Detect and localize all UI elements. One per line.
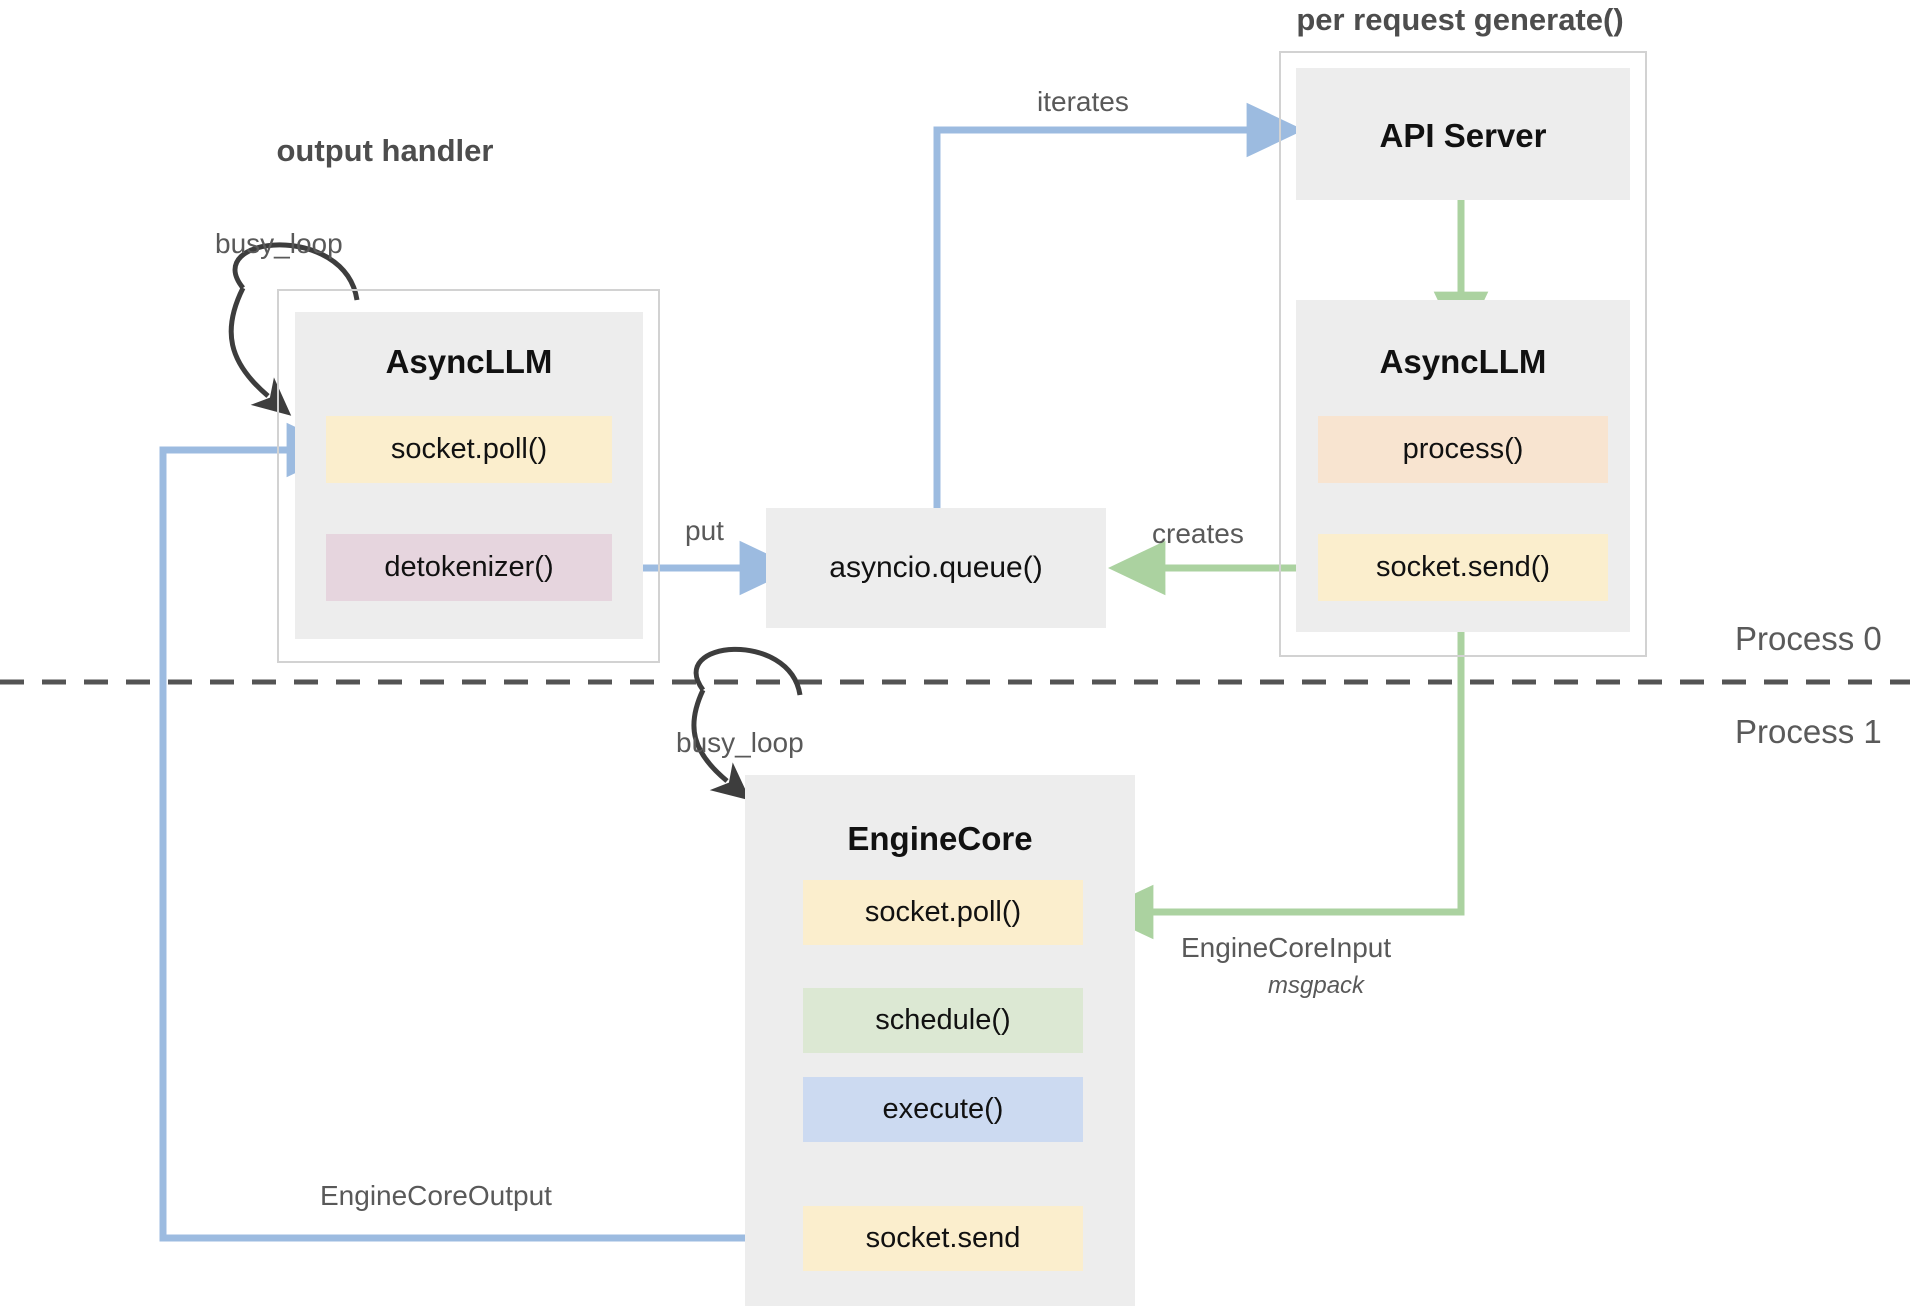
asyncio-queue-label: asyncio.queue()	[829, 551, 1043, 584]
edge-label-busy-loop-engine: busy_loop	[676, 727, 804, 758]
engine-core-item-execute[interactable]: execute()	[803, 1077, 1083, 1142]
edge-busy-loop-engine-tail	[691, 688, 751, 801]
edge-label-iterates: iterates	[1037, 86, 1129, 117]
edge-engine-core-output-line	[159, 422, 748, 1242]
api-server-title: API Server	[1379, 117, 1547, 154]
process-1-label: Process 1	[1735, 713, 1882, 750]
edge-busy-loop-engine-line	[693, 646, 803, 696]
per-request-generate-frame	[1279, 51, 1647, 657]
api-server-box	[1296, 68, 1630, 200]
async-llm-left-item-detokenizer[interactable]: detokenizer()	[326, 534, 612, 601]
async-llm-left-item-socket-poll[interactable]: socket.poll()	[326, 416, 612, 483]
edge-iterates-line	[933, 102, 1304, 508]
edge-label-put: put	[685, 515, 724, 546]
async-llm-right-item-process[interactable]: process()	[1318, 416, 1608, 483]
edge-label-engine-core-output: EngineCoreOutput	[320, 1180, 552, 1211]
group-title-output-handler: output handler	[276, 133, 494, 168]
edge-label-creates: creates	[1152, 518, 1244, 549]
edge-label-engine-core-input: EngineCoreInput	[1181, 932, 1392, 963]
edge-label-busy-loop-left: busy_loop	[215, 228, 343, 259]
async-llm-right-title: AsyncLLM	[1379, 343, 1547, 380]
edge-engine-core-input-line	[1096, 590, 1465, 940]
edge-label-engine-core-input-msgpack: msgpack	[1268, 972, 1365, 999]
async-llm-left-title: AsyncLLM	[385, 343, 553, 380]
output-handler-frame	[277, 289, 660, 663]
engine-core-title: EngineCore	[847, 820, 1033, 857]
group-title-per-request-generate: per request generate()	[1296, 2, 1624, 37]
engine-core-item-socket-poll[interactable]: socket.poll()	[803, 880, 1083, 945]
asyncio-queue-box	[766, 508, 1106, 628]
process-0-label: Process 0	[1735, 620, 1882, 657]
edge-busy-loop-left-line	[232, 242, 360, 301]
engine-core-item-socket-send[interactable]: socket.send	[803, 1206, 1083, 1271]
async-llm-right-item-socket-send[interactable]: socket.send()	[1318, 534, 1608, 601]
engine-core-item-schedule[interactable]: schedule()	[803, 988, 1083, 1053]
edge-busy-loop-left-tail	[228, 286, 292, 416]
